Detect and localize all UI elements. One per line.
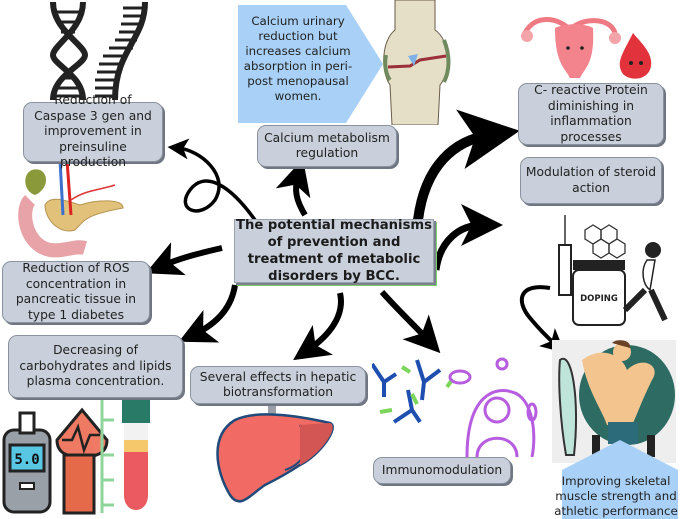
pancreas-icon bbox=[18, 160, 124, 258]
muscle-callout-text: Improving skeletal muscle strength and a… bbox=[554, 474, 678, 518]
arrow-to-immuno bbox=[379, 290, 441, 354]
mechanism-carbs: Decreasing of carbohydrates and lipids p… bbox=[8, 335, 183, 398]
uterus-blood-drop-icon bbox=[521, 17, 652, 79]
muscle-man-icon bbox=[552, 340, 676, 463]
calcium-callout-shape bbox=[238, 5, 383, 123]
mechanism-crp: C- reactive Protein diminishing in infla… bbox=[518, 83, 664, 145]
mechanism-caspase: Reduction of Caspase 3 gen and improveme… bbox=[23, 93, 163, 169]
muscle-callout-shape bbox=[562, 440, 678, 519]
central-concept: The potential mechanisms of prevention a… bbox=[234, 218, 434, 284]
doping-icon: DOPING bbox=[558, 215, 668, 326]
knee-joint-icon bbox=[383, 0, 451, 125]
arrow-doping-to-muscle bbox=[519, 285, 566, 353]
dna-icon bbox=[49, 1, 148, 101]
mechanism-ros: Reduction of ROS concentration in pancre… bbox=[2, 261, 150, 323]
glucometer-reading: 5.0 bbox=[14, 452, 39, 468]
arrow-to-steroid bbox=[432, 204, 503, 271]
mechanism-steroid: Modulation of steroid action bbox=[520, 157, 662, 204]
mechanism-hepatic: Several effects in hepatic biotransforma… bbox=[190, 366, 366, 404]
mechanism-immuno: Immunomodulation bbox=[373, 457, 511, 484]
arrow-to-calcium bbox=[275, 158, 311, 217]
arrow-to-crp bbox=[413, 109, 520, 221]
glucometer-blood-tube-icon: 5.0 bbox=[2, 395, 150, 515]
arrow-to-carbs bbox=[178, 284, 238, 343]
liver-icon bbox=[216, 395, 334, 503]
arrow-to-ros bbox=[145, 242, 223, 276]
calcium-callout-text: Calcium urinary reduction but increases … bbox=[243, 14, 353, 103]
antibodies-icon bbox=[372, 357, 538, 457]
mechanism-calcium: Calcium metabolism regulation bbox=[257, 125, 397, 167]
arrow-to-hepatic bbox=[293, 292, 344, 361]
doping-label: DOPING bbox=[580, 294, 618, 304]
arrow-to-caspase bbox=[167, 138, 257, 222]
